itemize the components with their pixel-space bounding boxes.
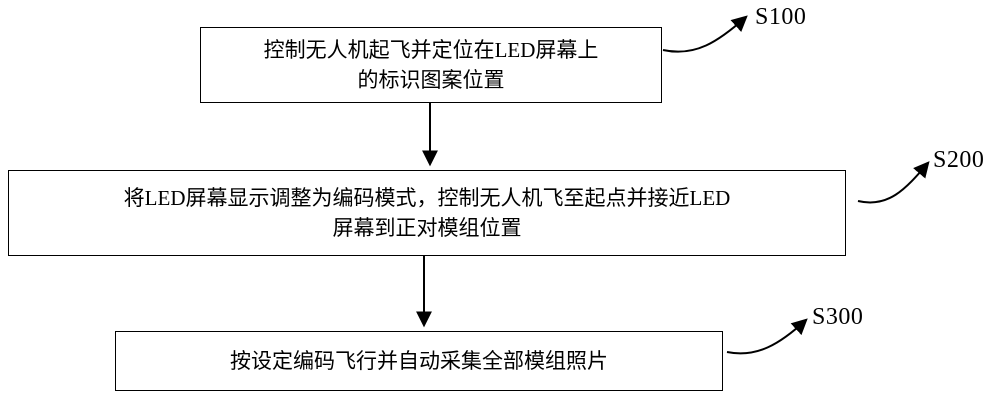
flow-box-step3-line1: 按设定编码飞行并自动采集全部模组照片 — [230, 348, 608, 373]
flow-box-step1-line2: 的标识图案位置 — [357, 68, 505, 92]
flow-box-step3: 按设定编码飞行并自动采集全部模组照片 — [115, 331, 723, 391]
step-label-s200: S200 — [933, 147, 985, 173]
flow-box-step2: 将LED屏幕显示调整为编码模式，控制无人机飞至起点并接近LED 屏幕到正对模组位… — [8, 170, 846, 256]
step-label-s100: S100 — [755, 4, 807, 30]
flow-box-step1: 控制无人机起飞并定位在LED屏幕上 的标识图案位置 — [200, 27, 662, 103]
flow-box-step2-line1: 将LED屏幕显示调整为编码模式，控制无人机飞至起点并接近LED — [123, 185, 731, 210]
leader-arrow-s200 — [857, 161, 930, 204]
leader-arrow-s100 — [662, 15, 748, 53]
flow-box-step2-line2: 屏幕到正对模组位置 — [332, 216, 522, 240]
step-label-s300: S300 — [812, 304, 864, 330]
flow-box-step1-line1: 控制无人机起飞并定位在LED屏幕上 — [263, 37, 599, 62]
leader-arrow-s300 — [726, 318, 808, 355]
